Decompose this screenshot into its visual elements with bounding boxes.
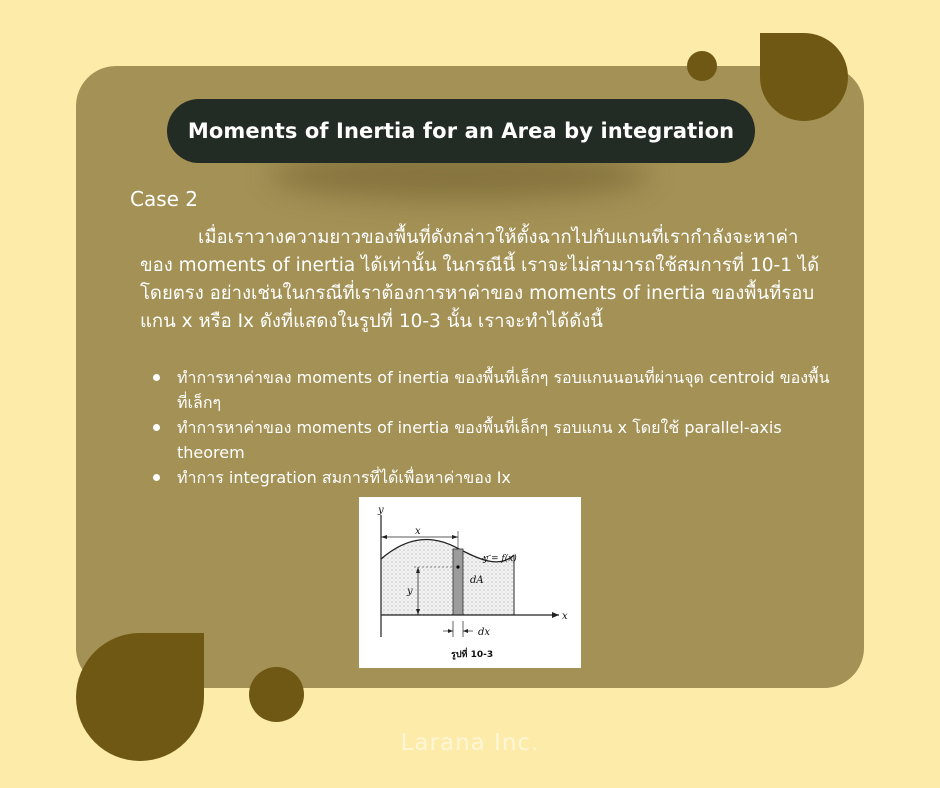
y-distance-label: y bbox=[406, 586, 413, 597]
figure-caption: รูปที่ 10-3 bbox=[451, 647, 493, 660]
da-label: dA bbox=[470, 575, 484, 586]
decorative-blob-bottom-left bbox=[76, 633, 204, 761]
list-item: ทำการหาค่าของ moments of inertia ของพื้น… bbox=[153, 415, 833, 465]
case-label: Case 2 bbox=[130, 187, 199, 211]
curve-label: y = f(x) bbox=[482, 553, 517, 564]
area-element-strip bbox=[452, 548, 464, 616]
steps-list: ทำการหาค่าขลง moments of inertia ของพื้น… bbox=[153, 365, 833, 490]
list-item: ทำการ integration สมการที่ได้เพื่อหาค่าข… bbox=[153, 465, 833, 490]
body-paragraph: เมื่อเราวางความยาวของพื้นที่ดังกล่าวให้ต… bbox=[140, 224, 830, 336]
decorative-blob-top-right bbox=[760, 33, 848, 121]
x-axis-label: x bbox=[562, 611, 568, 622]
list-item: ทำการหาค่าขลง moments of inertia ของพื้น… bbox=[153, 365, 833, 415]
figure-10-3: y x y = f(x) y dA x dx รูปที่ 10-3 bbox=[359, 497, 581, 668]
title-banner: Moments of Inertia for an Area by integr… bbox=[167, 99, 755, 163]
y-axis-label: y bbox=[377, 505, 384, 516]
x-distance-label: x bbox=[415, 526, 421, 537]
decorative-dot-bottom-left bbox=[249, 667, 304, 722]
page-title: Moments of Inertia for an Area by integr… bbox=[187, 119, 735, 143]
dx-label: dx bbox=[478, 627, 490, 638]
decorative-dot-top-right bbox=[687, 51, 717, 81]
area-diagram: y x y = f(x) y dA x dx รูปที่ 10-3 bbox=[377, 505, 568, 660]
footer-brand: Larana Inc. bbox=[400, 730, 540, 756]
body-paragraph-text: เมื่อเราวางความยาวของพื้นที่ดังกล่าวให้ต… bbox=[140, 227, 820, 332]
